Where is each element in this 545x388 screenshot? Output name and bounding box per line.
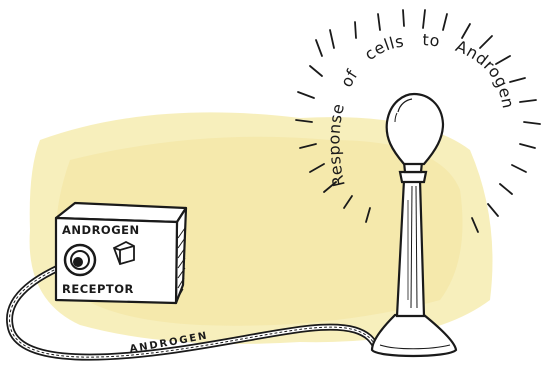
radiating-lines-icon xyxy=(295,9,541,233)
box-bottom-label: RECEPTOR xyxy=(62,282,134,296)
caption-word-2: of xyxy=(337,66,362,90)
light-bulb-icon xyxy=(385,92,445,166)
lamp-base-icon xyxy=(370,313,458,358)
caption-word-1: Response xyxy=(324,102,348,189)
lamp-stand-icon xyxy=(395,160,428,318)
dial-icon xyxy=(63,243,97,277)
cable-icon xyxy=(6,258,379,361)
caption-word-5: Androgen xyxy=(453,36,518,110)
box-top-label: ANDROGEN xyxy=(62,223,140,237)
switch-icon xyxy=(112,240,135,266)
caption-word-4: to xyxy=(422,30,441,50)
control-box-icon xyxy=(54,201,188,305)
caption-word-3: cells xyxy=(361,31,406,64)
